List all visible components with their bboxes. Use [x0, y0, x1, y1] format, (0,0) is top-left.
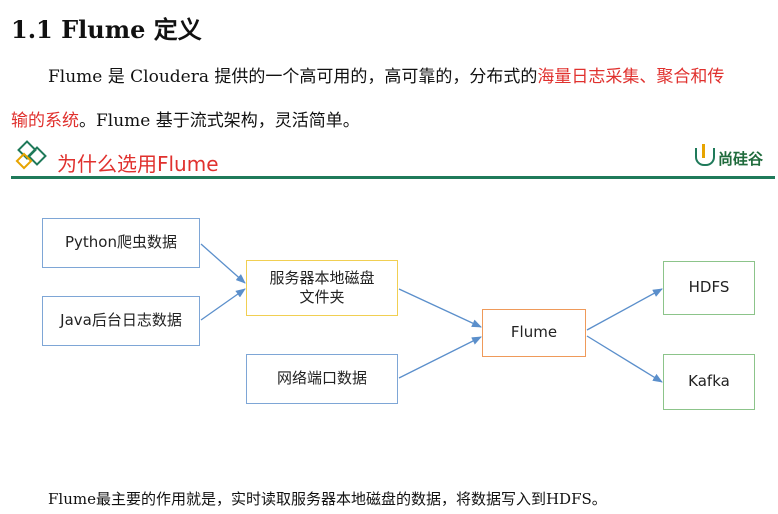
arrow-flume-to-hdfs: [586, 288, 663, 331]
hdfs-box: HDFS: [663, 261, 755, 315]
box-label: 网络端口数据: [276, 369, 367, 388]
box-label: Flume: [510, 323, 558, 342]
arrow-network-to-flume: [398, 336, 482, 379]
paragraph-line-1: Flume 是 Cloudera 提供的一个高可用的，高可靠的，分布式的海量日志…: [48, 62, 778, 87]
banner-title: 为什么选用Flume: [57, 152, 219, 176]
network-port-box: 网络端口数据: [246, 354, 398, 404]
box-label: Python爬虫数据: [65, 233, 177, 252]
footer-note: Flume最主要的作用就是，实时读取服务器本地磁盘的数据，将数据写入到HDFS。: [48, 490, 607, 508]
paragraph-highlight: 海量日志采集、聚合和传: [537, 67, 725, 87]
local-disk-box: 服务器本地磁盘文件夹: [246, 260, 398, 316]
paragraph-highlight: 输的系统: [11, 111, 79, 131]
box-label: HDFS: [688, 278, 730, 297]
paragraph-text: 。Flume 基于流式架构，灵活简单。: [79, 111, 360, 131]
box-label: Java后台日志数据: [60, 311, 182, 330]
box-label: 文件夹: [299, 288, 345, 306]
arrow-flume-to-kafka: [586, 335, 663, 383]
box-label: 服务器本地磁盘: [269, 268, 375, 287]
source-java-box: Java后台日志数据: [42, 296, 200, 346]
arrow-python-to-disk: [200, 243, 246, 284]
section-heading: 1.1 Flume 定义: [11, 15, 202, 44]
flume-box: Flume: [482, 309, 586, 357]
brand-logo: 尚硅谷: [694, 144, 763, 169]
paragraph-text: Flume 是 Cloudera 提供的一个高可用的，高可靠的，分布式的: [48, 67, 538, 87]
banner-divider: [11, 176, 775, 179]
paragraph-line-2: 输的系统。Flume 基于流式架构，灵活简单。: [11, 106, 771, 131]
kafka-box: Kafka: [663, 354, 755, 410]
arrow-disk-to-flume: [398, 288, 482, 328]
banner: 为什么选用Flume 尚硅谷: [11, 140, 775, 180]
arrow-java-to-disk: [200, 288, 246, 321]
source-python-box: Python爬虫数据: [42, 218, 200, 268]
logo-icon: [694, 144, 715, 166]
box-label: Kafka: [688, 372, 730, 391]
logo-text: 尚硅谷: [717, 150, 763, 168]
diamond-icon: [15, 140, 47, 170]
